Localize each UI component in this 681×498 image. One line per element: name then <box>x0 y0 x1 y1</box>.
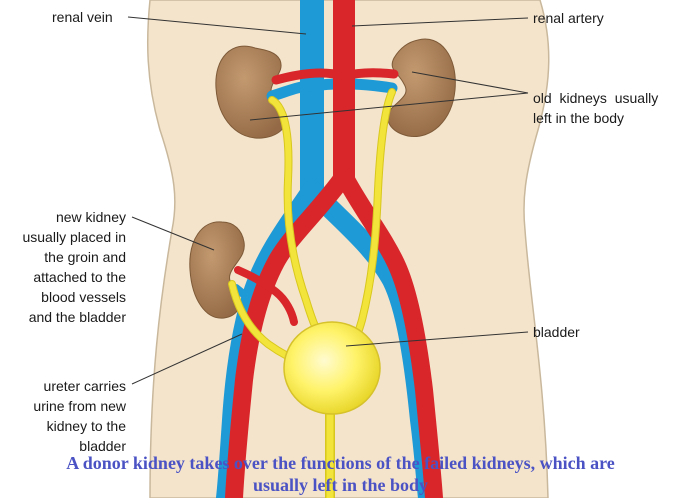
old-ureter-left-inner <box>269 97 329 351</box>
renal-artery-right <box>339 68 399 81</box>
caption-line-2: usually left in the body <box>252 475 429 495</box>
label-new-kidney-line-5: blood vessels <box>41 289 126 305</box>
label-new-kidney-line-6: and the bladder <box>28 309 126 325</box>
leader-old-kidneys-b <box>249 92 529 121</box>
label-new-kidney-line-2: usually placed in <box>22 229 126 245</box>
label-new-kidney-line-4: attached to the <box>33 269 126 285</box>
label-old-kidneys-line-1: old kidneys usually <box>533 90 659 106</box>
leader-ureter <box>131 333 243 385</box>
leader-renal-vein <box>127 16 307 35</box>
leader-renal-artery <box>351 17 529 27</box>
renal-artery-left <box>271 68 349 85</box>
label-new-kidney-line-1: new kidney <box>55 209 126 225</box>
label-new-kidney-line-3: the groin and <box>44 249 126 265</box>
label-ureter-line-1: ureter carries <box>43 378 126 394</box>
label-renal-vein: renal vein <box>52 9 113 25</box>
caption-line-1: A donor kidney takes over the functions … <box>66 453 615 473</box>
label-ureter: ureter carries urine from new kidney to … <box>0 376 126 456</box>
label-ureter-line-2: urine from new <box>33 398 126 414</box>
label-renal-artery: renal artery <box>533 10 604 26</box>
label-ureter-line-3: kidney to the <box>46 418 126 434</box>
leader-lines <box>127 16 529 385</box>
label-old-kidneys: old kidneys usually left in the body <box>533 88 658 128</box>
bladder-shape <box>283 321 381 415</box>
label-bladder: bladder <box>533 324 580 340</box>
label-old-kidneys-line-2: left in the body <box>533 110 625 126</box>
leader-bladder <box>345 331 529 347</box>
leader-old-kidneys-a <box>411 71 529 94</box>
label-ureter-line-4: bladder <box>79 438 126 454</box>
figure-caption: A donor kidney takes over the functions … <box>0 452 681 496</box>
graft-artery <box>234 266 298 326</box>
label-new-kidney: new kidney usually placed in the groin a… <box>0 207 126 327</box>
leader-new-kidney <box>131 216 215 251</box>
iliac-artery-left <box>225 167 353 498</box>
